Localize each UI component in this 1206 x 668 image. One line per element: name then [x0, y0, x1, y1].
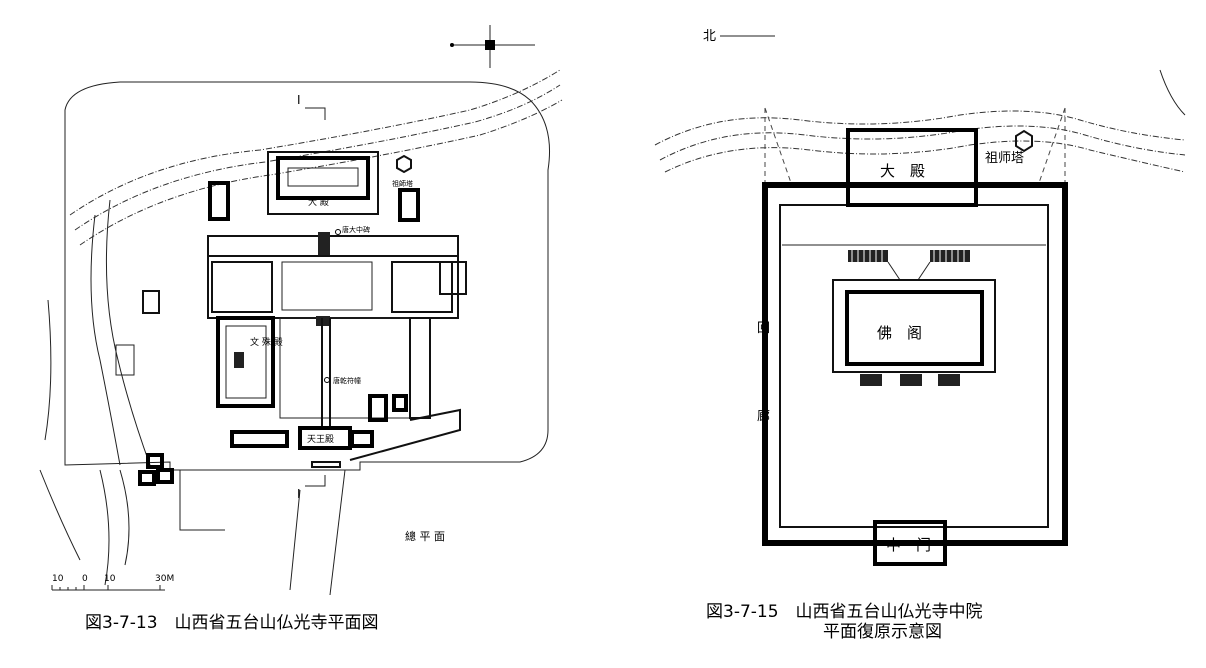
svg-text:30M: 30M — [155, 574, 174, 584]
corridor-label-1: 回 — [757, 321, 770, 336]
right-restoration-plan: 北 大 殿 祖师塔 — [654, 29, 1186, 642]
main-hall — [276, 156, 370, 200]
left-site-plan: I I 大 殿 祖師塔 唐大中碑 文 殊 殿 — [39, 25, 563, 633]
middle-gate — [873, 520, 947, 566]
left-caption: 図3-7-13 山西省五台山仏光寺平面図 — [85, 613, 379, 633]
central-courtyard — [207, 255, 459, 319]
upper-terrace — [207, 235, 459, 257]
svg-text:10: 10 — [52, 574, 64, 584]
middle-gate-text: 中 门 — [886, 536, 931, 554]
buddha-pavilion-text: 佛 阁 — [877, 324, 922, 342]
general-plan-label: 總 平 面 — [405, 529, 445, 543]
wenshu-hall-label: 文 殊 殿 — [250, 336, 283, 348]
west-shrine — [142, 290, 160, 314]
zushi-pagoda-icon — [396, 154, 412, 174]
zushi-pagoda-icon — [1015, 129, 1033, 153]
main-hall-label: 大 殿 — [308, 196, 329, 208]
zushi-pagoda-label: 祖師塔 — [392, 179, 413, 188]
east-wing — [409, 317, 431, 419]
dharani-pillar-label: 唐乾符幢 — [333, 376, 361, 385]
buddha-pavilion — [845, 290, 984, 366]
svg-text:I: I — [297, 93, 301, 107]
right-caption-line1: 図3-7-15 山西省五台山仏光寺中院 — [706, 602, 983, 622]
side-building-west — [208, 181, 230, 221]
main-hall-text: 大 殿 — [880, 162, 925, 180]
scale-bar: 10 0 10 30M — [51, 574, 174, 591]
side-building-east — [398, 188, 420, 222]
front-steps — [311, 461, 341, 468]
river-lines — [654, 69, 1186, 173]
right-caption-line2: 平面復原示意図 — [823, 622, 942, 642]
compass-icon — [450, 25, 535, 68]
section-marker-bottom: I — [297, 475, 326, 501]
svg-text:10: 10 — [104, 574, 116, 584]
gate-wing-west — [230, 430, 289, 448]
wenshu-hall — [216, 316, 275, 408]
pavilion-platform — [832, 279, 996, 373]
tang-stele-label: 唐大中碑 — [342, 225, 370, 234]
contour-lines — [39, 69, 563, 596]
main-hall-terrace — [267, 151, 379, 215]
north-label: 北 — [703, 29, 716, 44]
zushi-pagoda-text: 祖师塔 — [985, 151, 1024, 166]
svg-text:I: I — [297, 487, 301, 501]
main-hall-box — [846, 128, 978, 207]
site-boundary — [64, 81, 551, 471]
section-marker-top: I — [297, 93, 326, 120]
lower-courtyard — [279, 317, 411, 419]
tianwang-hall-label: 天王殿 — [307, 434, 334, 445]
corridor-label-2: 廊 — [757, 408, 770, 424]
svg-text:0: 0 — [82, 574, 88, 584]
